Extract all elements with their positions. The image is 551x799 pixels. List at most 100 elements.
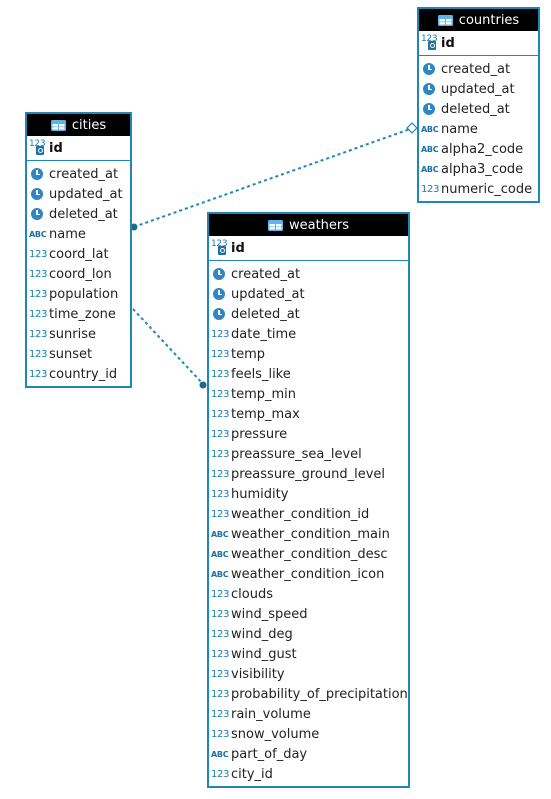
column-name: pressure [231,426,288,442]
column-row-deleted-at[interactable]: deleted_at [419,99,538,119]
column-name: part_of_day [231,746,308,762]
number-type-icon: 123 [211,728,230,740]
column-name: sunrise [49,326,96,342]
column-name: numeric_code [441,181,533,197]
text-type-icon: ABC [29,229,47,239]
column-row-updated-at[interactable]: updated_at [419,79,538,99]
primary-key-icon: 123 [211,239,230,255]
column-row-updated-at[interactable]: updated_at [209,284,408,304]
column-name: weather_condition_main [231,526,390,542]
column-row-created-at[interactable]: created_at [419,59,538,79]
number-type-icon: 123 [211,448,230,460]
text-type-icon: ABC [211,549,229,559]
entity-header-countries[interactable]: countries [419,9,538,31]
number-type-icon: 123 [211,488,230,500]
column-name: temp_min [231,386,297,402]
number-type-icon: 123 [211,328,230,340]
text-type-icon: ABC [211,529,229,539]
entity-header-cities[interactable]: cities [27,114,130,136]
relation-countries-end-diamond [406,122,418,134]
column-name: coord_lat [49,246,109,262]
column-row-deleted-at[interactable]: deleted_at [27,204,130,224]
number-type-icon: 123 [211,428,230,440]
column-row-deleted-at[interactable]: deleted_at [209,304,408,324]
number-type-icon: 123 [421,183,440,195]
number-type-icon: 123 [211,628,230,640]
column-name: population [49,286,119,302]
number-type-icon: 123 [211,608,230,620]
column-name: probability_of_precipitation [231,686,408,702]
column-row-created-at[interactable]: created_at [209,264,408,284]
column-name: weather_condition_desc [231,546,388,562]
entity-title: countries [458,12,520,28]
column-row-updated-at[interactable]: updated_at [27,184,130,204]
table-icon [50,119,66,131]
clock-icon [29,187,48,201]
column-name: updated_at [49,186,123,202]
relation-cities-weathers-line [132,308,204,385]
clock-icon [421,62,440,76]
number-type-icon: 123 [211,388,230,400]
clock-icon [211,307,230,321]
column-name: rain_volume [231,706,311,722]
column-name: updated_at [231,286,305,302]
column-name: updated_at [441,81,515,97]
column-name: weather_condition_icon [231,566,385,582]
entity-header-weathers[interactable]: weathers [209,214,408,236]
column-name: deleted_at [441,101,510,117]
column-name: country_id [49,366,118,382]
column-name: weather_condition_id [231,506,370,522]
primary-key-icon: 123 [421,34,440,50]
number-type-icon: 123 [29,308,48,320]
column-row-created-at[interactable]: created_at [27,164,130,184]
number-type-icon: 123 [211,768,230,780]
column-name: wind_speed [231,606,308,622]
column-name: city_id [231,766,273,782]
